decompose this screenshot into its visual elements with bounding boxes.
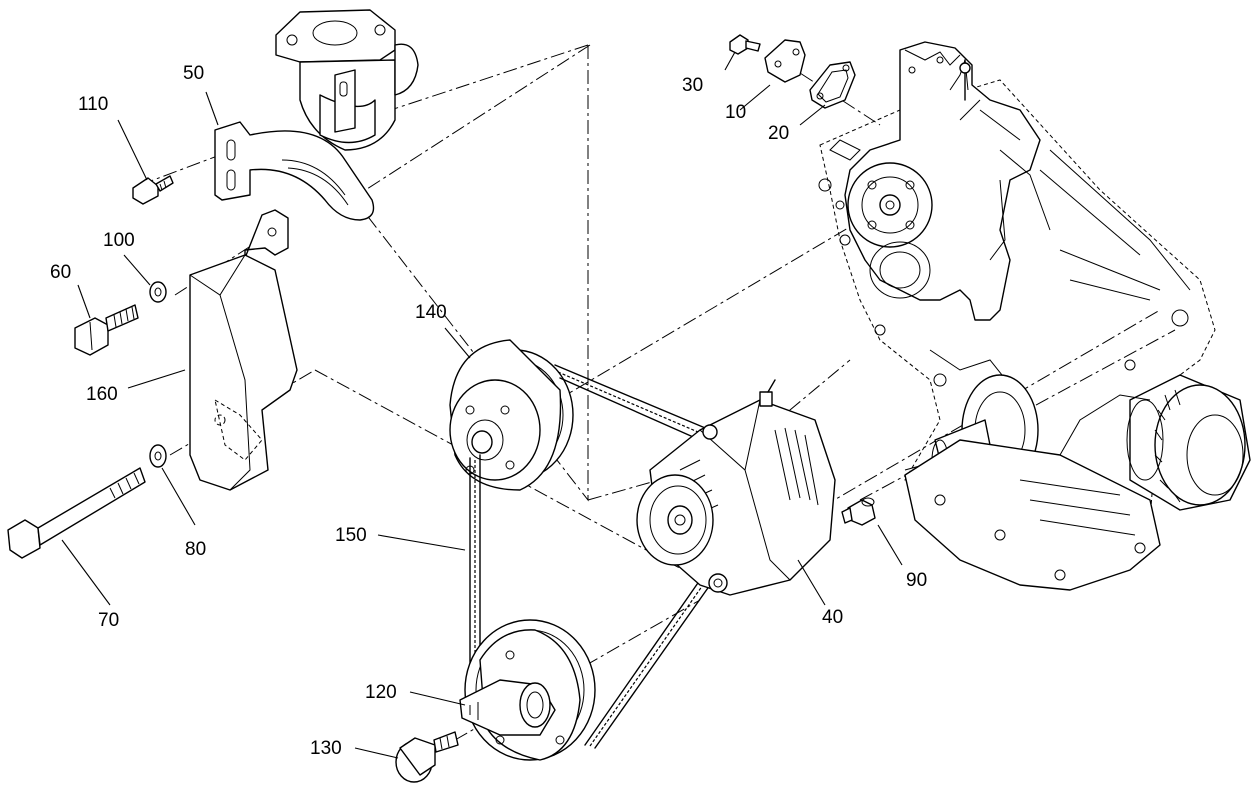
label-130: 130 <box>310 738 342 759</box>
label-40: 40 <box>822 607 843 628</box>
part-150-belt <box>469 364 711 749</box>
label-50: 50 <box>183 63 204 84</box>
part-100-washer <box>149 281 167 303</box>
engine-block <box>818 41 1251 591</box>
part-110-bolt <box>132 175 174 205</box>
part-30-bolt <box>729 34 761 55</box>
part-60-bolt <box>74 304 139 356</box>
label-60: 60 <box>50 262 71 283</box>
label-30: 30 <box>682 75 703 96</box>
part-50-upper-bracket <box>214 9 419 221</box>
label-150: 150 <box>335 525 367 546</box>
label-120: 120 <box>365 682 397 703</box>
label-20: 20 <box>768 123 789 144</box>
part-labels: 30 10 20 50 110 100 60 160 80 70 140 150… <box>50 63 927 759</box>
label-70: 70 <box>98 610 119 631</box>
label-90: 90 <box>906 570 927 591</box>
leader-lines <box>61 51 903 759</box>
label-140: 140 <box>415 302 447 323</box>
part-160-belt-guard <box>189 209 298 491</box>
part-40-alternator <box>636 379 836 596</box>
part-10-cover-plate <box>764 39 806 83</box>
label-110: 110 <box>78 94 108 115</box>
part-130-bolt <box>395 731 459 783</box>
label-10: 10 <box>725 102 746 123</box>
part-90-plug <box>841 497 876 526</box>
part-140-pulley <box>449 339 574 491</box>
label-160: 160 <box>86 384 118 405</box>
part-120-hub <box>459 679 556 736</box>
label-100: 100 <box>103 230 135 251</box>
label-80: 80 <box>185 539 206 560</box>
part-80-washer <box>149 444 167 468</box>
part-70-long-bolt <box>7 467 146 559</box>
part-20-gasket <box>809 61 856 109</box>
